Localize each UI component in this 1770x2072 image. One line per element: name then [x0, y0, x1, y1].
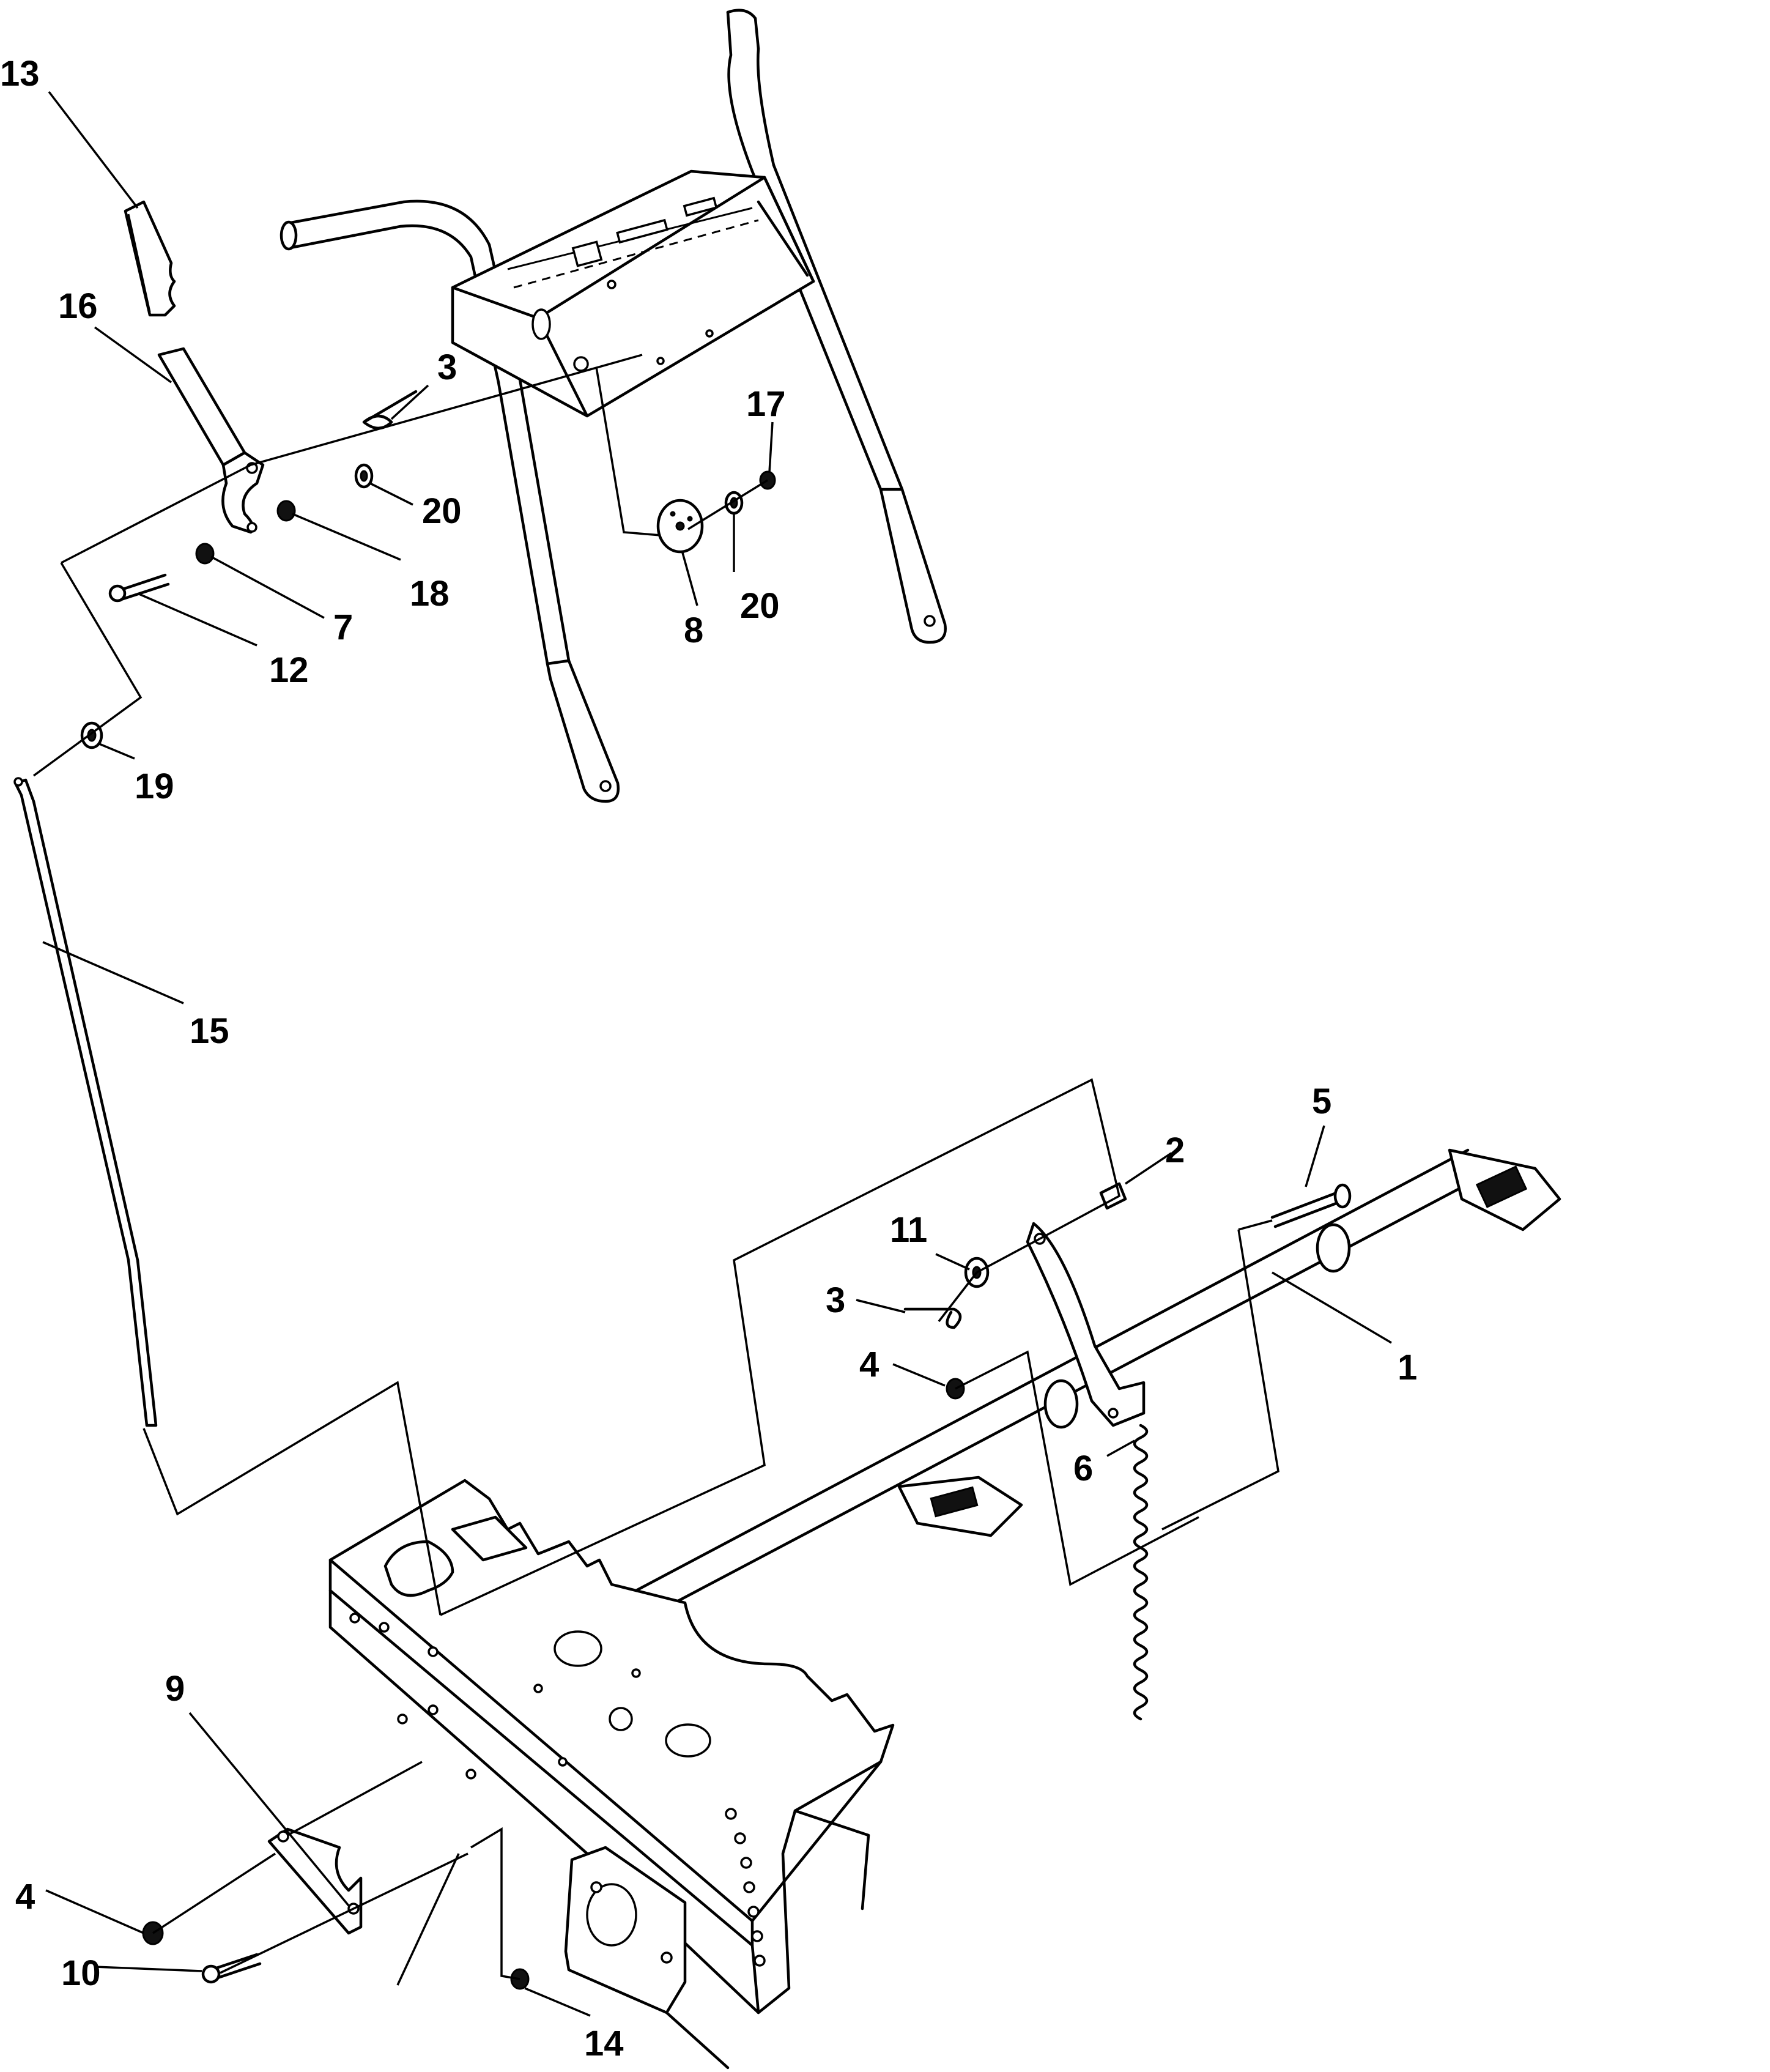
- callout-15: 15: [190, 1011, 229, 1051]
- callout-10: 10: [61, 1953, 101, 1993]
- frame: [142, 1479, 895, 2070]
- callout-9: 9: [165, 1669, 185, 1709]
- callout-labels: 13 16 3 20 18 7 12 17 20 8 19 15 5 2 11 …: [0, 54, 1417, 2063]
- callout-17: 17: [746, 384, 786, 424]
- callout-4-lower: 4: [15, 1877, 35, 1917]
- callout-11: 11: [890, 1210, 927, 1250]
- callout-4-upper: 4: [859, 1345, 879, 1384]
- assembly-lines: [32, 354, 1279, 1986]
- leader-lines: [42, 91, 1392, 2017]
- callout-3-lower: 3: [826, 1280, 845, 1320]
- callout-20-right: 20: [740, 586, 780, 626]
- callout-13: 13: [0, 54, 40, 94]
- callout-3-upper: 3: [437, 347, 457, 387]
- clutch-shaft-assembly: [634, 1148, 1561, 1721]
- callout-1: 1: [1398, 1348, 1417, 1387]
- callout-19: 19: [135, 767, 174, 806]
- callout-12: 12: [269, 650, 309, 690]
- callout-7: 7: [333, 607, 353, 647]
- callout-6: 6: [1073, 1449, 1093, 1488]
- callout-2: 2: [1165, 1131, 1185, 1170]
- callout-14: 14: [584, 2024, 624, 2063]
- callout-5: 5: [1312, 1082, 1331, 1121]
- callout-8: 8: [684, 611, 703, 650]
- callout-20-left: 20: [422, 491, 462, 531]
- callout-18: 18: [410, 574, 450, 614]
- callout-16: 16: [58, 286, 98, 326]
- shift-lever-parts: [13, 200, 776, 1427]
- handle-assembly: [280, 9, 947, 803]
